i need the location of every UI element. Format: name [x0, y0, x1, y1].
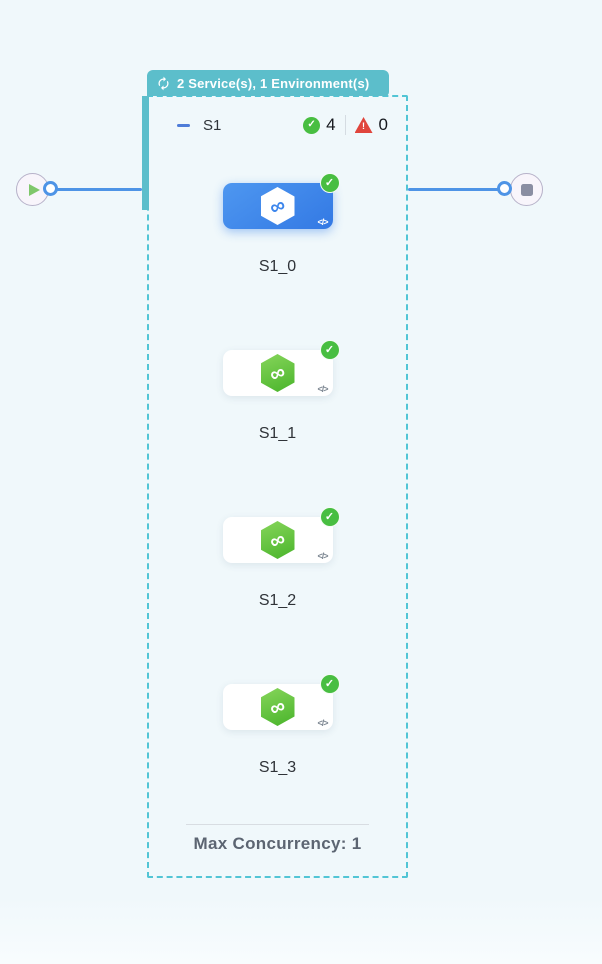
infinity-icon: ∞	[266, 359, 289, 387]
node-success-badge: ✓	[319, 507, 340, 527]
node-item: ∞ ✓ </> S1_0	[149, 173, 406, 283]
code-icon: </>	[317, 551, 328, 561]
group-header-badge[interactable]: 2 Service(s), 1 Environment(s)	[147, 70, 389, 96]
node-item: ∞ ✓ </> S1_2	[149, 507, 406, 617]
node-item: ∞ ✓ </> S1_1	[149, 340, 406, 450]
node-label: S1_1	[258, 425, 297, 442]
node-success-badge: ✓	[319, 674, 340, 694]
code-icon: </>	[317, 718, 328, 728]
code-icon: </>	[317, 384, 328, 394]
edge-start-to-group	[51, 188, 142, 191]
group-left-accent	[142, 96, 149, 210]
service-hexagon-icon: ∞	[260, 354, 295, 392]
service-hexagon-icon: ∞	[260, 521, 295, 559]
infinity-icon: ∞	[266, 526, 289, 554]
infinity-icon: ∞	[266, 192, 289, 220]
group-badge-label: 2 Service(s), 1 Environment(s)	[177, 75, 370, 91]
node-card-s1-3[interactable]: ∞ ✓ </>	[222, 674, 340, 730]
success-count: 4	[326, 115, 336, 134]
play-icon	[28, 183, 40, 196]
error-count: 0	[378, 115, 388, 134]
collapse-minus-icon[interactable]	[177, 123, 190, 127]
node-card-s1-2[interactable]: ∞ ✓ </>	[222, 507, 340, 563]
group-name: S1	[203, 116, 222, 134]
node-card-s1-1[interactable]: ∞ ✓ </>	[222, 340, 340, 396]
stop-icon	[520, 183, 533, 196]
end-node[interactable]	[510, 173, 543, 206]
group-container: 2 Service(s), 1 Environment(s) S1 ✓ 4 ! …	[142, 70, 408, 878]
node-item: ∞ ✓ </> S1_3	[149, 674, 406, 784]
service-hexagon-icon: ∞	[260, 187, 295, 225]
node-label: S1_3	[258, 759, 297, 776]
max-concurrency-label: Max Concurrency: 1	[193, 834, 362, 853]
footer-divider	[186, 824, 369, 825]
warning-icon: !	[354, 117, 373, 133]
node-success-badge: ✓	[319, 340, 340, 360]
count-divider	[344, 115, 346, 135]
node-label: S1_2	[258, 592, 297, 609]
error-count-chip: ! 0	[354, 115, 388, 135]
start-port	[43, 181, 58, 196]
group-header-row: S1 ✓ 4 ! 0	[177, 113, 388, 137]
infinity-icon: ∞	[266, 693, 289, 721]
code-icon: </>	[317, 217, 328, 227]
service-hexagon-icon: ∞	[260, 688, 295, 726]
success-check-icon: ✓	[303, 116, 321, 134]
node-card-s1-0[interactable]: ∞ ✓ </>	[222, 173, 340, 229]
node-success-badge: ✓	[319, 173, 340, 193]
end-port	[497, 181, 512, 196]
sync-icon	[158, 76, 169, 90]
edge-group-to-end	[408, 188, 505, 191]
node-label: S1_0	[258, 258, 297, 275]
success-count-chip: ✓ 4	[303, 115, 336, 135]
